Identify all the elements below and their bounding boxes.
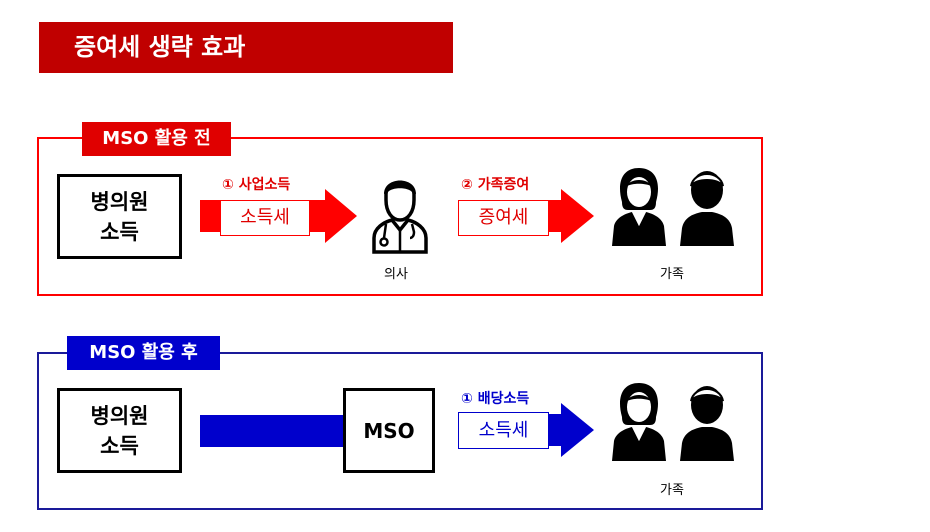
- after-source-box: 병의원 소득: [57, 388, 182, 473]
- before-source-box: 병의원 소득: [57, 174, 182, 259]
- after-source-line1: 병의원: [90, 403, 149, 428]
- after-family-caption: 가족: [660, 483, 684, 498]
- after-source-line2: 소득: [100, 433, 139, 458]
- doctor-caption: 의사: [384, 267, 408, 282]
- before-family-caption: 가족: [660, 267, 684, 282]
- before-source-line2: 소득: [100, 219, 139, 244]
- before-step1-tax: 소득세: [220, 200, 310, 236]
- mso-box: MSO: [343, 388, 435, 473]
- after-section: [37, 352, 763, 510]
- before-step2-label: ② 가족증여: [461, 177, 530, 193]
- title-bar: [39, 22, 453, 73]
- page-title: 증여세 생략 효과: [74, 33, 246, 61]
- man-icon: [680, 386, 734, 461]
- before-section: [37, 137, 763, 296]
- before-section-label: MSO 활용 전: [82, 122, 231, 156]
- before-source-line1: 병의원: [90, 189, 149, 214]
- after-section-label: MSO 활용 후: [67, 336, 220, 370]
- mso-label: MSO: [363, 418, 415, 443]
- after-step1-label: ① 배당소득: [461, 391, 530, 407]
- before-step1-label: ① 사업소득: [222, 177, 291, 193]
- woman-icon: [612, 168, 666, 246]
- before-step2-tax: 증여세: [458, 200, 549, 236]
- man-icon: [680, 171, 734, 246]
- woman-icon: [612, 383, 666, 461]
- after-step1-tax: 소득세: [458, 412, 549, 449]
- doctor-icon: [372, 180, 428, 254]
